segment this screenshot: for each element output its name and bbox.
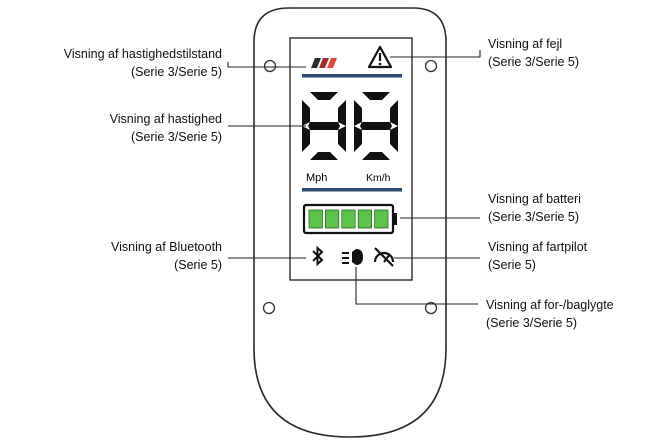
label-error: Visning af fejl (Serie 3/Serie 5) [488,35,579,71]
label-light: Visning af for-/baglygte (Serie 3/Serie … [486,296,614,332]
display-screen [289,37,413,281]
callout-line-error [390,50,481,58]
screw-hole-bottom-left [262,301,276,315]
label-bluetooth-title: Visning af Bluetooth [111,240,222,254]
label-light-title: Visning af for-/baglygte [486,298,614,312]
label-speed-mode-series: (Serie 3/Serie 5) [130,65,222,79]
battery-segment [308,209,323,229]
cruise-control-icon [373,247,395,267]
separator-bottom [302,188,402,192]
digit-segment [354,126,362,152]
label-bluetooth-series: (Serie 5) [174,258,222,272]
label-battery: Visning af batteri (Serie 3/Serie 5) [488,190,581,226]
digit-segment [302,126,310,152]
digit-segment [362,152,390,160]
screw-hole-top-left [263,59,277,73]
label-speed-title: Visning af hastighed [109,112,222,126]
label-cruise: Visning af fartpilot (Serie 5) [488,238,587,274]
warning-icon [367,45,393,69]
bluetooth-icon [312,245,324,267]
speed-mode-icon [311,58,337,68]
screw-hole-top-right [424,59,438,73]
label-speed-series: (Serie 3/Serie 5) [130,130,222,144]
headlight-icon [342,249,363,265]
label-battery-series: (Serie 3/Serie 5) [488,210,580,224]
digit-segment [360,122,392,130]
label-speed: Visning af hastighed (Serie 3/Serie 5) [110,110,222,146]
label-error-series: (Serie 3/Serie 5) [488,55,580,69]
digit-segment [362,92,390,100]
speed-digits [302,92,398,160]
label-cruise-series: (Serie 5) [488,258,536,272]
unit-mph: Mph [306,172,327,184]
callout-line-light [355,267,478,305]
label-cruise-title: Visning af fartpilot [488,240,588,254]
speed-digit [302,92,346,160]
label-bluetooth: Visning af Bluetooth (Serie 5) [111,238,222,274]
digit-segment [354,100,362,126]
digit-segment [308,122,340,130]
battery-segment [374,209,389,229]
digit-segment [390,126,398,152]
label-speed-mode: Visning af hastighedstilstand (Serie 3/S… [64,45,222,81]
label-light-series: (Serie 3/Serie 5) [486,316,578,330]
digit-segment [338,100,346,126]
battery-segment [324,209,340,229]
speed-mode-bar [311,58,321,68]
speed-mode-bar [327,58,337,68]
separator-top [302,74,402,78]
battery-segment [341,209,356,229]
battery-icon [302,203,397,235]
digit-segment [390,100,398,126]
label-error-title: Visning af fejl [488,37,563,51]
callout-lines [227,50,481,305]
speed-digit [354,92,398,160]
digit-segment [310,152,338,160]
battery-segment [357,209,373,229]
label-battery-title: Visning af batteri [488,192,581,206]
unit-kmh: Km/h [366,172,391,184]
speed-mode-bar [319,58,329,68]
screw-hole-bottom-right [424,301,438,315]
label-speed-mode-title: Visning af hastighedstilstand [63,47,222,61]
digit-segment [338,126,346,152]
digit-segment [310,92,338,100]
callout-line-speed-mode [227,62,306,68]
digit-segment [302,100,310,126]
